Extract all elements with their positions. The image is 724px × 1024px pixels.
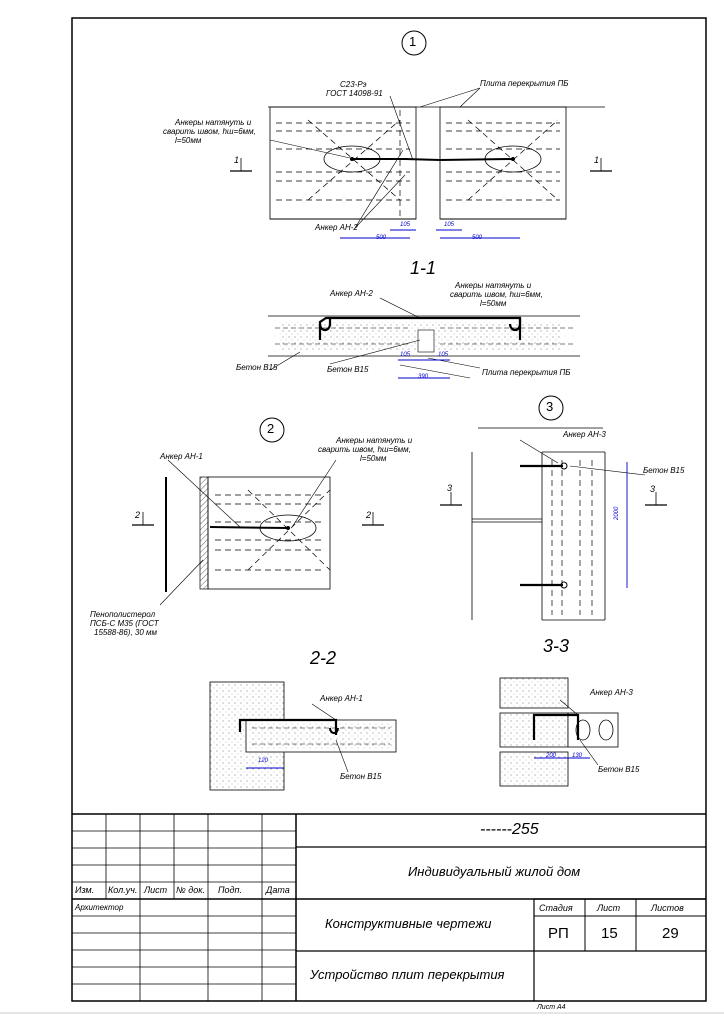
label-slab-pb-2: Плита перекрытия ПБ bbox=[482, 368, 571, 377]
label-concrete-2: Бетон В15 bbox=[327, 365, 369, 374]
stage-label: Стадия bbox=[539, 903, 573, 913]
label-anchor-an1-1: Анкер АН-1 bbox=[160, 452, 203, 461]
section-title: Конструктивные чертежи bbox=[325, 916, 492, 931]
dim-105d: 105 bbox=[438, 352, 449, 358]
label-anchors-3c: l=50мм bbox=[360, 454, 387, 463]
label-anchors-3a: Анкеры натянуть и bbox=[336, 436, 413, 445]
dim-200: 200 bbox=[546, 753, 557, 759]
label-foam-1: Пенополистерол bbox=[90, 610, 156, 619]
col-data: Дата bbox=[266, 885, 290, 895]
label-anchors-3b: сварить швом, hш=6мм, bbox=[318, 445, 411, 454]
detail-3-plan bbox=[440, 395, 667, 621]
section-2-2 bbox=[209, 681, 397, 791]
sheet-format: Лист А4 bbox=[537, 1004, 566, 1011]
label-slab-pb-1: Плита перекрытия ПБ bbox=[480, 79, 569, 88]
doc-code: ------255 bbox=[480, 821, 539, 838]
dim-105a: 105 bbox=[400, 222, 411, 228]
sheets-value: 29 bbox=[662, 925, 679, 942]
cut-mark-2-right: 2 bbox=[366, 510, 372, 520]
dim-105c: 105 bbox=[400, 352, 411, 358]
dim-130: 130 bbox=[572, 753, 583, 759]
dim-2000: 2000 bbox=[614, 506, 620, 520]
label-anchors-2b: сварить швом, hш=6мм, bbox=[450, 290, 543, 299]
dim-120: 120 bbox=[258, 758, 269, 764]
project-name: Индивидуальный жилой дом bbox=[408, 864, 581, 879]
section-1-1 bbox=[268, 297, 580, 379]
label-foam-3: 15588-86), 30 мм bbox=[94, 628, 158, 637]
label-concrete-3: Бетон В15 bbox=[643, 466, 685, 475]
label-c23-2: ГОСТ 14098-91 bbox=[326, 89, 383, 98]
col-koluch: Кол.уч. bbox=[108, 885, 138, 895]
detail-1-plan bbox=[230, 30, 612, 239]
sheet-border bbox=[71, 17, 707, 1002]
col-izm: Изм. bbox=[75, 885, 95, 895]
label-anchors-2a: Анкеры натянуть и bbox=[455, 281, 532, 290]
label-anchor-an2-2: Анкер АН-2 bbox=[330, 289, 373, 298]
col-ndok: № док. bbox=[176, 885, 205, 895]
cut-mark-1-right: 1 bbox=[594, 155, 600, 165]
label-anchor-an3-1: Анкер АН-3 bbox=[563, 430, 606, 439]
cut-mark-3-left: 3 bbox=[447, 483, 453, 493]
role-architect: Архитектор bbox=[75, 903, 124, 912]
sheets-label: Листов bbox=[651, 903, 684, 913]
label-concrete-4: Бетон В15 bbox=[340, 772, 382, 781]
dim-500b: 500 bbox=[472, 235, 483, 241]
section-title-1-1: 1-1 bbox=[410, 258, 437, 278]
label-concrete-1: Бетон В15 bbox=[236, 363, 278, 372]
drawing-title: Устройство плит перекрытия bbox=[310, 967, 505, 982]
col-podp: Подп. bbox=[218, 885, 242, 895]
detail-2-plan bbox=[132, 417, 384, 606]
label-anchors-1b: сварить швом, hш=6мм, bbox=[163, 127, 256, 136]
label-c23-1: С23-Рэ bbox=[340, 80, 367, 89]
title-block bbox=[72, 813, 706, 1001]
label-anchors-2c: l=50мм bbox=[480, 299, 507, 308]
label-concrete-5: Бетон В15 bbox=[598, 765, 640, 774]
col-list: Лист bbox=[144, 885, 168, 895]
label-anchors-1a: Анкеры натянуть и bbox=[175, 118, 252, 127]
detail-number-1: 1 bbox=[409, 34, 417, 49]
sheet-value: 15 bbox=[601, 925, 618, 942]
dim-500a: 500 bbox=[376, 235, 387, 241]
cut-mark-3-right: 3 bbox=[650, 484, 656, 494]
label-anchors-1c: l=50мм bbox=[175, 136, 202, 145]
label-anchor-an1-2: Анкер АН-1 bbox=[320, 694, 363, 703]
stage-value: РП bbox=[548, 925, 569, 942]
cut-mark-2-left: 2 bbox=[135, 510, 141, 520]
label-foam-2: ПСБ-С М35 (ГОСТ bbox=[90, 619, 159, 628]
label-anchor-an3-2: Анкер АН-3 bbox=[590, 688, 633, 697]
detail-number-2: 2 bbox=[267, 421, 275, 436]
section-title-2-2: 2-2 bbox=[310, 648, 337, 668]
cut-mark-1-left: 1 bbox=[234, 155, 240, 165]
dim-390: 390 bbox=[418, 374, 429, 380]
section-3-3 bbox=[499, 677, 619, 787]
label-anchor-an2-1: Анкер АН-2 bbox=[315, 223, 358, 232]
section-title-3-3: 3-3 bbox=[543, 636, 570, 656]
dim-105b: 105 bbox=[444, 222, 455, 228]
detail-number-3: 3 bbox=[546, 399, 554, 414]
sheet-label: Лист bbox=[597, 903, 621, 913]
